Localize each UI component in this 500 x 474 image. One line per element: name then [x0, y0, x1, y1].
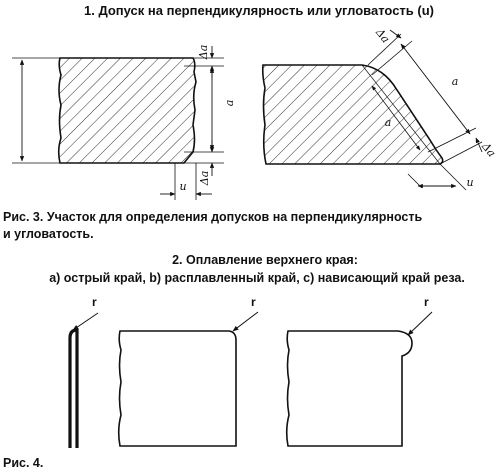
hatched-section-right [261, 64, 444, 165]
a-label-left: a [223, 100, 236, 107]
fig3-caption-line2: и угловатость. [3, 227, 94, 241]
melted-edge-profile [117, 330, 237, 447]
delta-a-top-dimension-right [389, 29, 402, 39]
fig3-left-diagram: Δa a Δa u [12, 45, 236, 200]
delta-a-label-top-right: Δa [373, 25, 393, 45]
u-label-right: u [466, 176, 473, 189]
delta-a-bottom-dimension-right [475, 137, 483, 153]
a-label-right-inner: a [385, 116, 392, 129]
delta-a-label-top-left: Δa [197, 45, 210, 61]
delta-a-label-bottom-left: Δa [198, 171, 211, 187]
sharp-edge-profile [68, 328, 79, 448]
fig4-b-melted-edge: r [117, 295, 259, 447]
section2-subtitle: a) острый край, b) расплавленный край, c… [49, 271, 465, 285]
hatched-section-left [57, 57, 197, 164]
a-dimension-right [400, 43, 471, 135]
u-label-left: u [179, 180, 186, 193]
r-label-b: r [251, 295, 256, 309]
section2-title: 2. Оплавление верхнего края: [172, 253, 358, 267]
fig4-caption: Рис. 4. [3, 456, 44, 470]
a-label-right-outer: a [452, 75, 459, 88]
section1-title: 1. Допуск на перпендикулярность или угло… [83, 3, 434, 18]
a-dimension-inner [371, 85, 421, 151]
fig3-right-diagram: Δa a a Δa u [261, 25, 498, 191]
radius-pointer-c [407, 311, 433, 336]
overhanging-edge-profile [285, 330, 413, 447]
r-label-c: r [424, 295, 429, 309]
radius-pointer-b [232, 311, 259, 332]
fig4-c-overhanging-edge: r [285, 295, 433, 447]
fig4-a-sharp-edge: r [68, 295, 99, 448]
fig3-caption-line1: Рис. 3. Участок для определения допусков… [3, 210, 423, 224]
radius-pointer-a [72, 312, 99, 331]
r-label-a: r [92, 295, 97, 309]
